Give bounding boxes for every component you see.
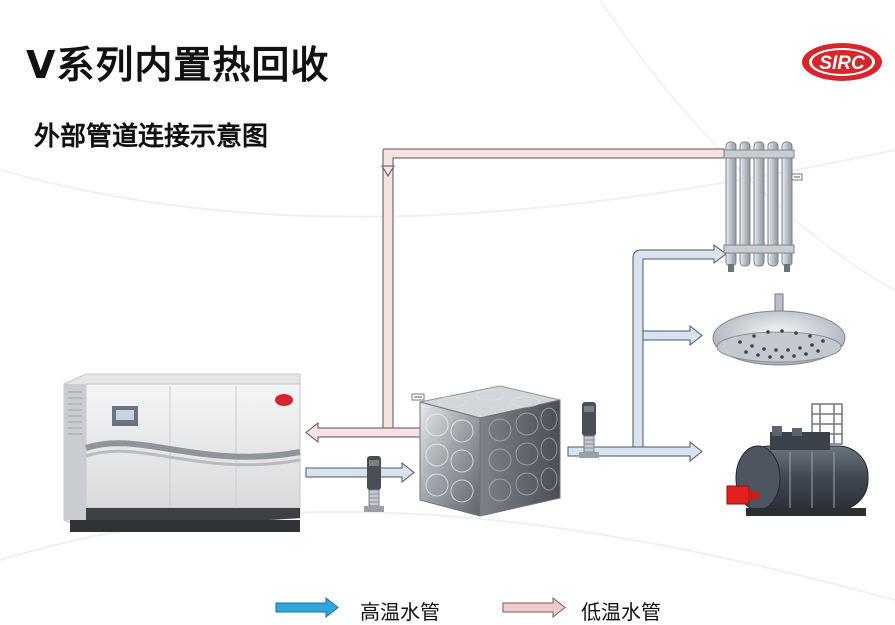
brand-badge — [275, 394, 293, 406]
pump-1 — [364, 456, 384, 512]
sirc-logo: SIRC — [802, 43, 882, 81]
valve-marker — [411, 393, 425, 401]
hot-pipe-compressor-to-tank — [305, 461, 415, 484]
shower-head — [712, 293, 846, 366]
page-subtitle: 外部管道连接示意图 — [34, 122, 269, 152]
cold-return-pipe — [381, 148, 725, 431]
legend-cold-arrow — [502, 596, 566, 619]
boiler — [726, 403, 869, 516]
air-compressor — [63, 373, 301, 532]
pump-2 — [579, 402, 599, 458]
radiator — [723, 141, 795, 272]
legend-hot-label: 高温水管 — [360, 600, 440, 624]
hot-branch-to-shower — [642, 324, 703, 347]
page-title: V系列内置热回收 — [26, 43, 330, 87]
stainless-water-tank — [419, 385, 561, 517]
legend-hot-arrow — [275, 596, 339, 619]
legend-cold-label: 低温水管 — [581, 600, 661, 624]
logo-text: SIRC — [819, 53, 865, 74]
burner — [726, 485, 750, 505]
cold-pipe-to-compressor — [305, 421, 421, 444]
hot-riser-pipe — [632, 244, 727, 448]
valve-marker — [791, 173, 803, 181]
